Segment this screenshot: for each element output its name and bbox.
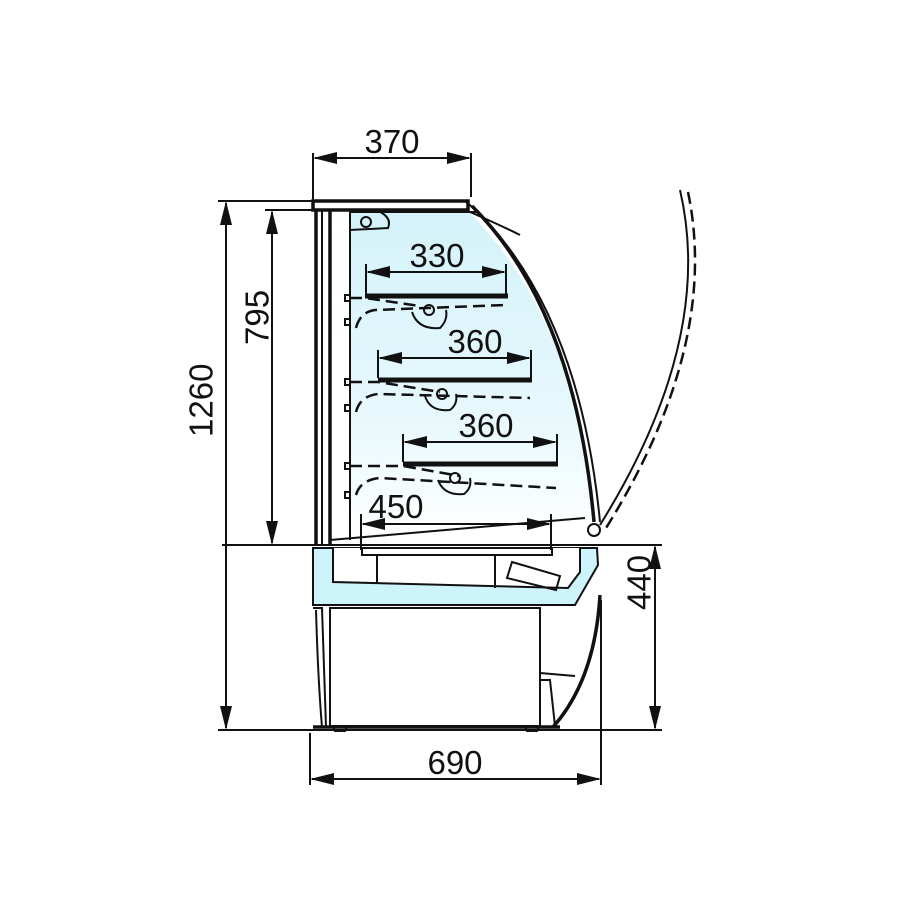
open-door-arc-dashed [604, 191, 697, 529]
open-door-arc [599, 189, 690, 526]
dimension-top-width: 370 [312, 123, 472, 200]
dimension-total-depth: 690 [309, 600, 602, 785]
shelf-3 [344, 461, 558, 499]
dimension-display-height: 795 [238, 210, 278, 545]
dimension-shelf-3: 360 [402, 407, 558, 462]
dim-label-base-shelf: 450 [368, 488, 423, 525]
dim-label-total-depth: 690 [427, 744, 482, 781]
dimension-shelf-1: 330 [365, 237, 507, 294]
shelf-2 [344, 377, 532, 413]
dim-label-shelf-2: 360 [447, 323, 502, 360]
dimension-shelf-2: 360 [377, 323, 532, 378]
dim-label-total-height: 1260 [182, 364, 219, 437]
lower-cabinet [313, 594, 602, 732]
back-wall [314, 210, 351, 545]
front-glass [470, 204, 601, 537]
shelf-1 [344, 293, 508, 330]
dim-label-top-width: 370 [364, 123, 419, 160]
dimension-base-shelf: 450 [360, 488, 552, 550]
dim-label-shelf-1: 330 [409, 237, 464, 274]
dim-label-shelf-3: 360 [458, 407, 513, 444]
dim-label-display-height: 795 [238, 290, 275, 345]
canopy [311, 199, 521, 236]
base-tray [312, 547, 600, 606]
dimension-total-height: 1260 [182, 201, 232, 730]
dimension-base-height: 440 [620, 545, 661, 730]
dim-label-base-height: 440 [620, 555, 657, 610]
